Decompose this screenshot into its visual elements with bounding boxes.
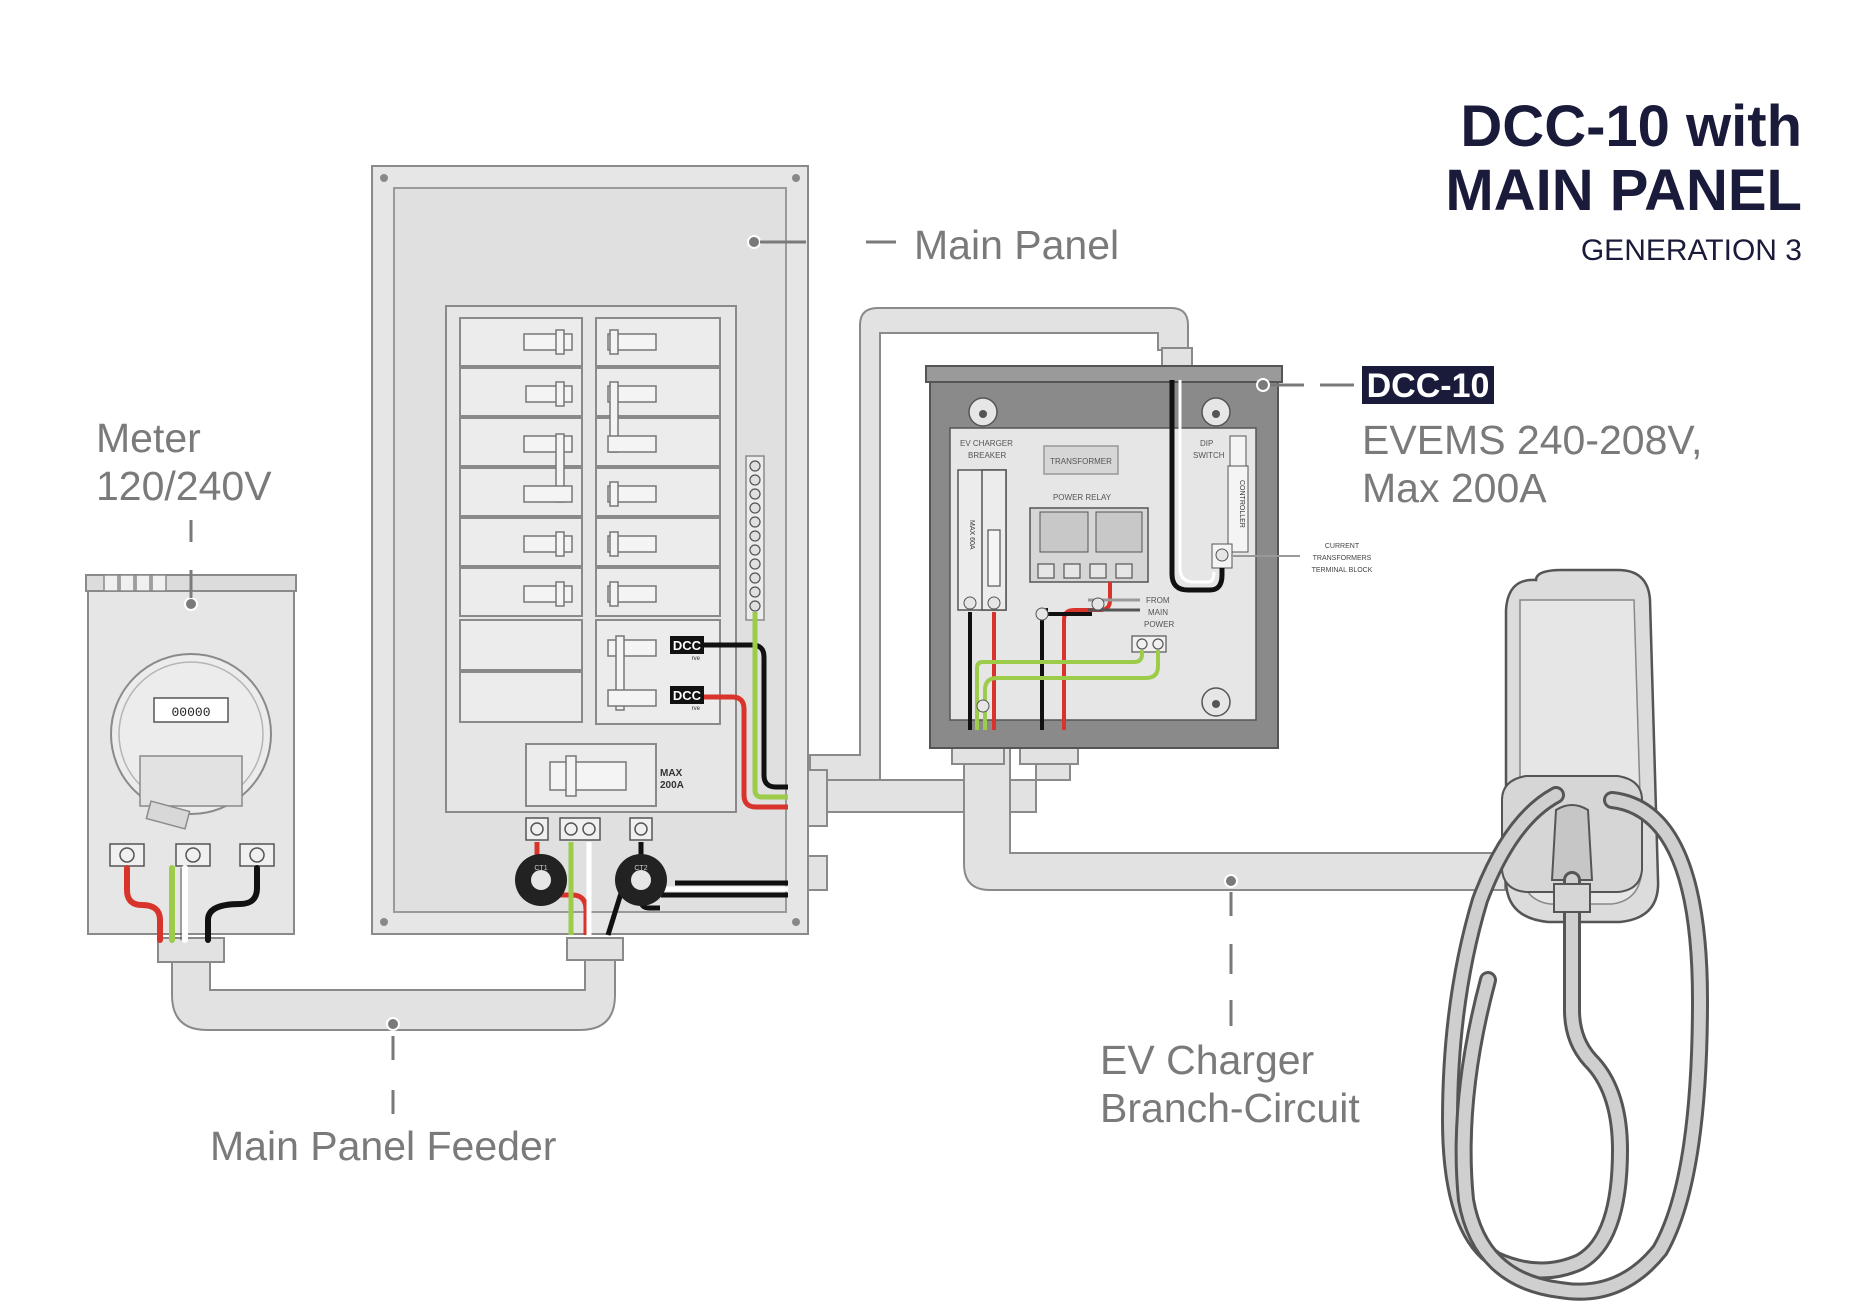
dcc-wire-green-2 xyxy=(975,650,1144,730)
branch-label-1: EV Charger xyxy=(1100,1037,1314,1083)
svg-text:CONTROLLER: CONTROLLER xyxy=(1238,480,1245,528)
main-panel-callout-dot xyxy=(747,235,761,249)
svg-text:TRANSFORMERS: TRANSFORMERS xyxy=(1313,555,1372,562)
meter: 00000 xyxy=(85,520,297,943)
title-line-1: DCC-10 with xyxy=(1460,94,1802,159)
dcc-breaker-badge-2: DCC rve xyxy=(670,686,704,712)
panel-main-lugs xyxy=(525,817,653,841)
meter-label-2: 120/240V xyxy=(96,463,272,509)
svg-text:CT2: CT2 xyxy=(634,865,647,872)
svg-text:DCC: DCC xyxy=(673,638,702,653)
branch-callout-dot xyxy=(1224,874,1238,888)
dcc10-label-1: EVEMS 240-208V, xyxy=(1362,417,1702,463)
dip-switch xyxy=(1229,435,1247,467)
svg-text:CURRENT: CURRENT xyxy=(1325,543,1360,550)
meter-conduit-fitting xyxy=(157,937,225,963)
svg-text:POWER RELAY: POWER RELAY xyxy=(1053,493,1112,502)
current-transformer-ct2: CT2 xyxy=(615,854,667,906)
dcc-top-fitting xyxy=(1161,347,1193,367)
svg-text:rve: rve xyxy=(692,706,701,712)
transformer xyxy=(1043,445,1119,475)
main-panel-label: Main Panel xyxy=(914,222,1119,268)
svg-text:EV CHARGER: EV CHARGER xyxy=(960,439,1013,448)
meter-callout-dot xyxy=(184,597,198,611)
dcc-wire-green-1 xyxy=(983,650,1160,730)
svg-text:rve: rve xyxy=(692,656,701,662)
svg-text:TERMINAL BLOCK: TERMINAL BLOCK xyxy=(1312,567,1373,574)
ev-charger xyxy=(1440,568,1710,1301)
breaker-wire-red xyxy=(704,694,788,810)
dcc10-badge-text: DCC-10 xyxy=(1367,367,1490,405)
svg-text:SWITCH: SWITCH xyxy=(1193,451,1225,460)
controller xyxy=(1227,465,1249,553)
feeder-label: Main Panel Feeder xyxy=(210,1123,556,1169)
svg-text:FROM: FROM xyxy=(1146,596,1170,605)
title-line-2: MAIN PANEL xyxy=(1445,158,1802,223)
meter-display-value: 00000 xyxy=(171,705,210,720)
dcc10-unit: EV CHARGER BREAKER MAX 60A TRANSFORMER P… xyxy=(925,365,1373,749)
branch-label-2: Branch-Circuit xyxy=(1100,1085,1360,1131)
main-breaker-label-2: 200A xyxy=(660,780,684,791)
main-panel: DCC rve DCC rve MAX 200A xyxy=(371,165,896,936)
svg-text:CT1: CT1 xyxy=(534,865,547,872)
panel-conduit-fitting xyxy=(566,937,624,961)
dcc10-callout-dot xyxy=(1256,378,1270,392)
svg-text:BREAKER: BREAKER xyxy=(968,451,1006,460)
meter-wire-black xyxy=(205,865,260,943)
feeder-callout-dot xyxy=(386,1017,400,1031)
meter-display xyxy=(153,697,229,723)
breakers-left xyxy=(459,317,583,723)
ct-signal-wire xyxy=(1169,380,1225,593)
ev-connector-handle xyxy=(1550,804,1594,881)
current-transformer-ct1: CT1 xyxy=(515,854,567,906)
conduits xyxy=(157,307,1506,1031)
ev-branch-conduit xyxy=(963,744,1506,891)
svg-text:MAX 60A: MAX 60A xyxy=(968,520,975,550)
meter-terminals xyxy=(109,843,275,867)
main-breaker-label-1: MAX xyxy=(660,768,683,779)
svg-text:DIP: DIP xyxy=(1200,439,1213,448)
meter-wire-red xyxy=(124,865,163,943)
breakers-right xyxy=(595,317,721,725)
dcc-breaker-badge-1: DCC rve xyxy=(670,636,704,662)
title-line-3: GENERATION 3 xyxy=(1581,234,1802,267)
breaker-handles xyxy=(523,329,657,711)
bus-wire-green xyxy=(752,612,788,800)
dcc10-badge xyxy=(1362,366,1494,404)
meter-label-1: Meter xyxy=(96,415,201,461)
svg-text:POWER: POWER xyxy=(1144,620,1174,629)
svg-text:MAIN: MAIN xyxy=(1148,608,1168,617)
svg-text:TRANSFORMER: TRANSFORMER xyxy=(1050,457,1112,466)
dcc10-label-2: Max 200A xyxy=(1362,465,1547,511)
svg-text:DCC: DCC xyxy=(673,688,702,703)
bus-screws xyxy=(749,460,761,612)
